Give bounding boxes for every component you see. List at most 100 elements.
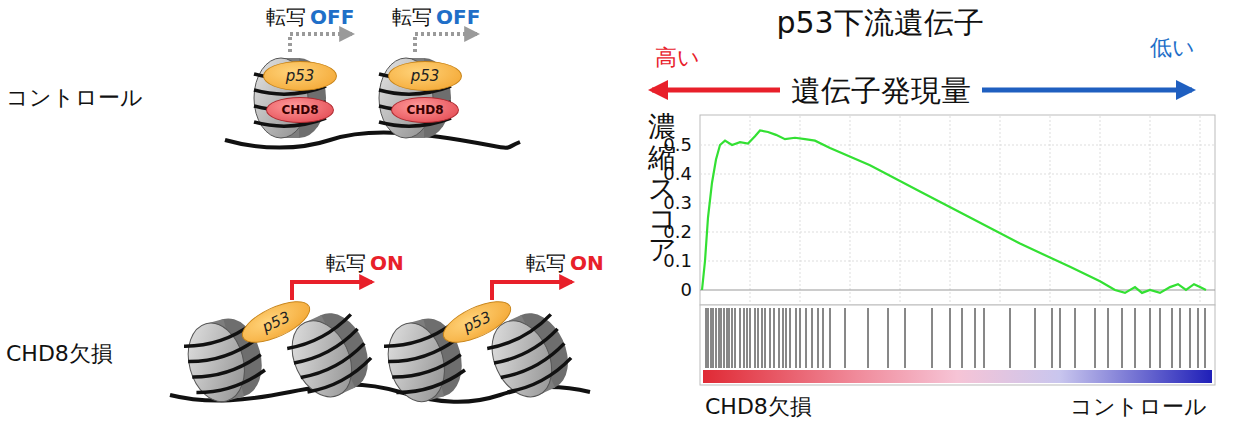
gene-hit [1052, 308, 1053, 368]
rank-gradient [703, 370, 1212, 383]
gene-hit [1122, 308, 1123, 368]
text-label: 転写 [266, 6, 306, 28]
p53-protein: p53 [388, 61, 462, 91]
text-label: 転写 [326, 252, 366, 274]
text-label: 低い [1150, 36, 1195, 60]
gene-hit [1135, 308, 1136, 368]
low-arrow [982, 88, 1192, 93]
gene-hit [750, 308, 751, 368]
gene-hit [962, 308, 963, 368]
gene-hit [706, 308, 707, 368]
protein-name: p53 [411, 69, 440, 84]
protein-name: CHD8 [406, 104, 443, 116]
gene-hit [1060, 308, 1061, 368]
gene-hit [790, 308, 791, 368]
chd8-protein: CHD8 [266, 97, 333, 123]
gene-hit [868, 308, 869, 368]
text-label: ON [370, 252, 404, 274]
gene-hit [1160, 308, 1161, 368]
gene-hit [762, 308, 763, 368]
gene-hit [950, 308, 951, 368]
gene-hit [719, 308, 720, 368]
gene-hit [888, 308, 889, 368]
gene-hit [1198, 308, 1199, 368]
gene-hit [975, 308, 976, 368]
gsea-plot [700, 115, 1215, 385]
gene-hit [845, 308, 846, 368]
gene-hit [1095, 308, 1096, 368]
gene-hit [1190, 308, 1191, 368]
tick-label: 0 [681, 280, 692, 300]
tick-label: 0.1 [663, 251, 692, 271]
gene-hit [724, 308, 725, 368]
chd8-protein: CHD8 [391, 97, 458, 123]
gene-hit [1108, 308, 1109, 368]
gene-hit [1150, 308, 1151, 368]
nucleosome-group [180, 58, 580, 408]
text-label: 高い [655, 46, 700, 70]
p53-protein: p53 [263, 61, 337, 91]
text-label: 転写 [526, 252, 566, 274]
gene-hit [800, 308, 801, 368]
gene-hit [932, 308, 933, 368]
gene-hit [770, 308, 771, 368]
axis-end-label: CHD8欠損 [705, 395, 812, 419]
chart-title: p53下流遺伝子 [776, 6, 983, 39]
gene-hit [713, 308, 714, 368]
gene-hit [729, 308, 730, 368]
text-label: ON [570, 252, 604, 274]
gene-hit [732, 308, 733, 368]
on-arrow [492, 282, 572, 300]
gene-hit [812, 308, 813, 368]
gene-hit [786, 308, 787, 368]
tick-label: 0.2 [663, 222, 692, 242]
row-label: コントロール [6, 86, 143, 110]
off-arrow [290, 34, 352, 52]
gene-hit [727, 308, 728, 368]
gene-hit [711, 308, 712, 368]
gene-hit [744, 308, 745, 368]
gene-hit [1205, 308, 1206, 368]
text-label: 転写 [392, 6, 432, 28]
gene-hit [758, 308, 759, 368]
barcode-frame [700, 305, 1215, 385]
gene-hit [765, 308, 766, 368]
gene-hit [1180, 308, 1181, 368]
text-label: 遺伝子発現量 [791, 74, 971, 107]
off-arrow [415, 34, 477, 52]
gene-hit [740, 308, 741, 368]
gene-hit [783, 308, 784, 368]
gene-hit [818, 308, 819, 368]
gene-hit [806, 308, 807, 368]
axis-end-label: コントロール [1070, 395, 1207, 419]
protein-name: p53 [286, 69, 315, 84]
gene-hit [708, 308, 709, 368]
gene-hit [735, 308, 736, 368]
gene-hit [830, 308, 831, 368]
gene-hit [779, 308, 780, 368]
high-arrow [652, 88, 780, 93]
gene-hit [747, 308, 748, 368]
gene-hit [1010, 308, 1011, 368]
text-label: OFF [310, 6, 354, 28]
protein-name: p53 [260, 309, 292, 335]
enrichment-curve [702, 131, 1206, 293]
gene-hit [1172, 308, 1173, 368]
gene-hit [796, 308, 797, 368]
gene-hit [984, 308, 985, 368]
dna-strand [225, 133, 520, 148]
gene-hit [721, 308, 722, 368]
gene-hit [905, 308, 906, 368]
plot-frame [700, 115, 1215, 305]
gene-hit [1075, 308, 1076, 368]
text-label: OFF [436, 6, 480, 28]
gene-hit [823, 308, 824, 368]
tick-label: 0.3 [663, 193, 692, 213]
tick-label: 0.4 [663, 164, 692, 184]
gene-hit [1035, 308, 1036, 368]
gene-hit [716, 308, 717, 368]
protein-name: p53 [461, 309, 493, 335]
row-label: CHD8欠損 [6, 342, 113, 366]
gene-hit [755, 308, 756, 368]
